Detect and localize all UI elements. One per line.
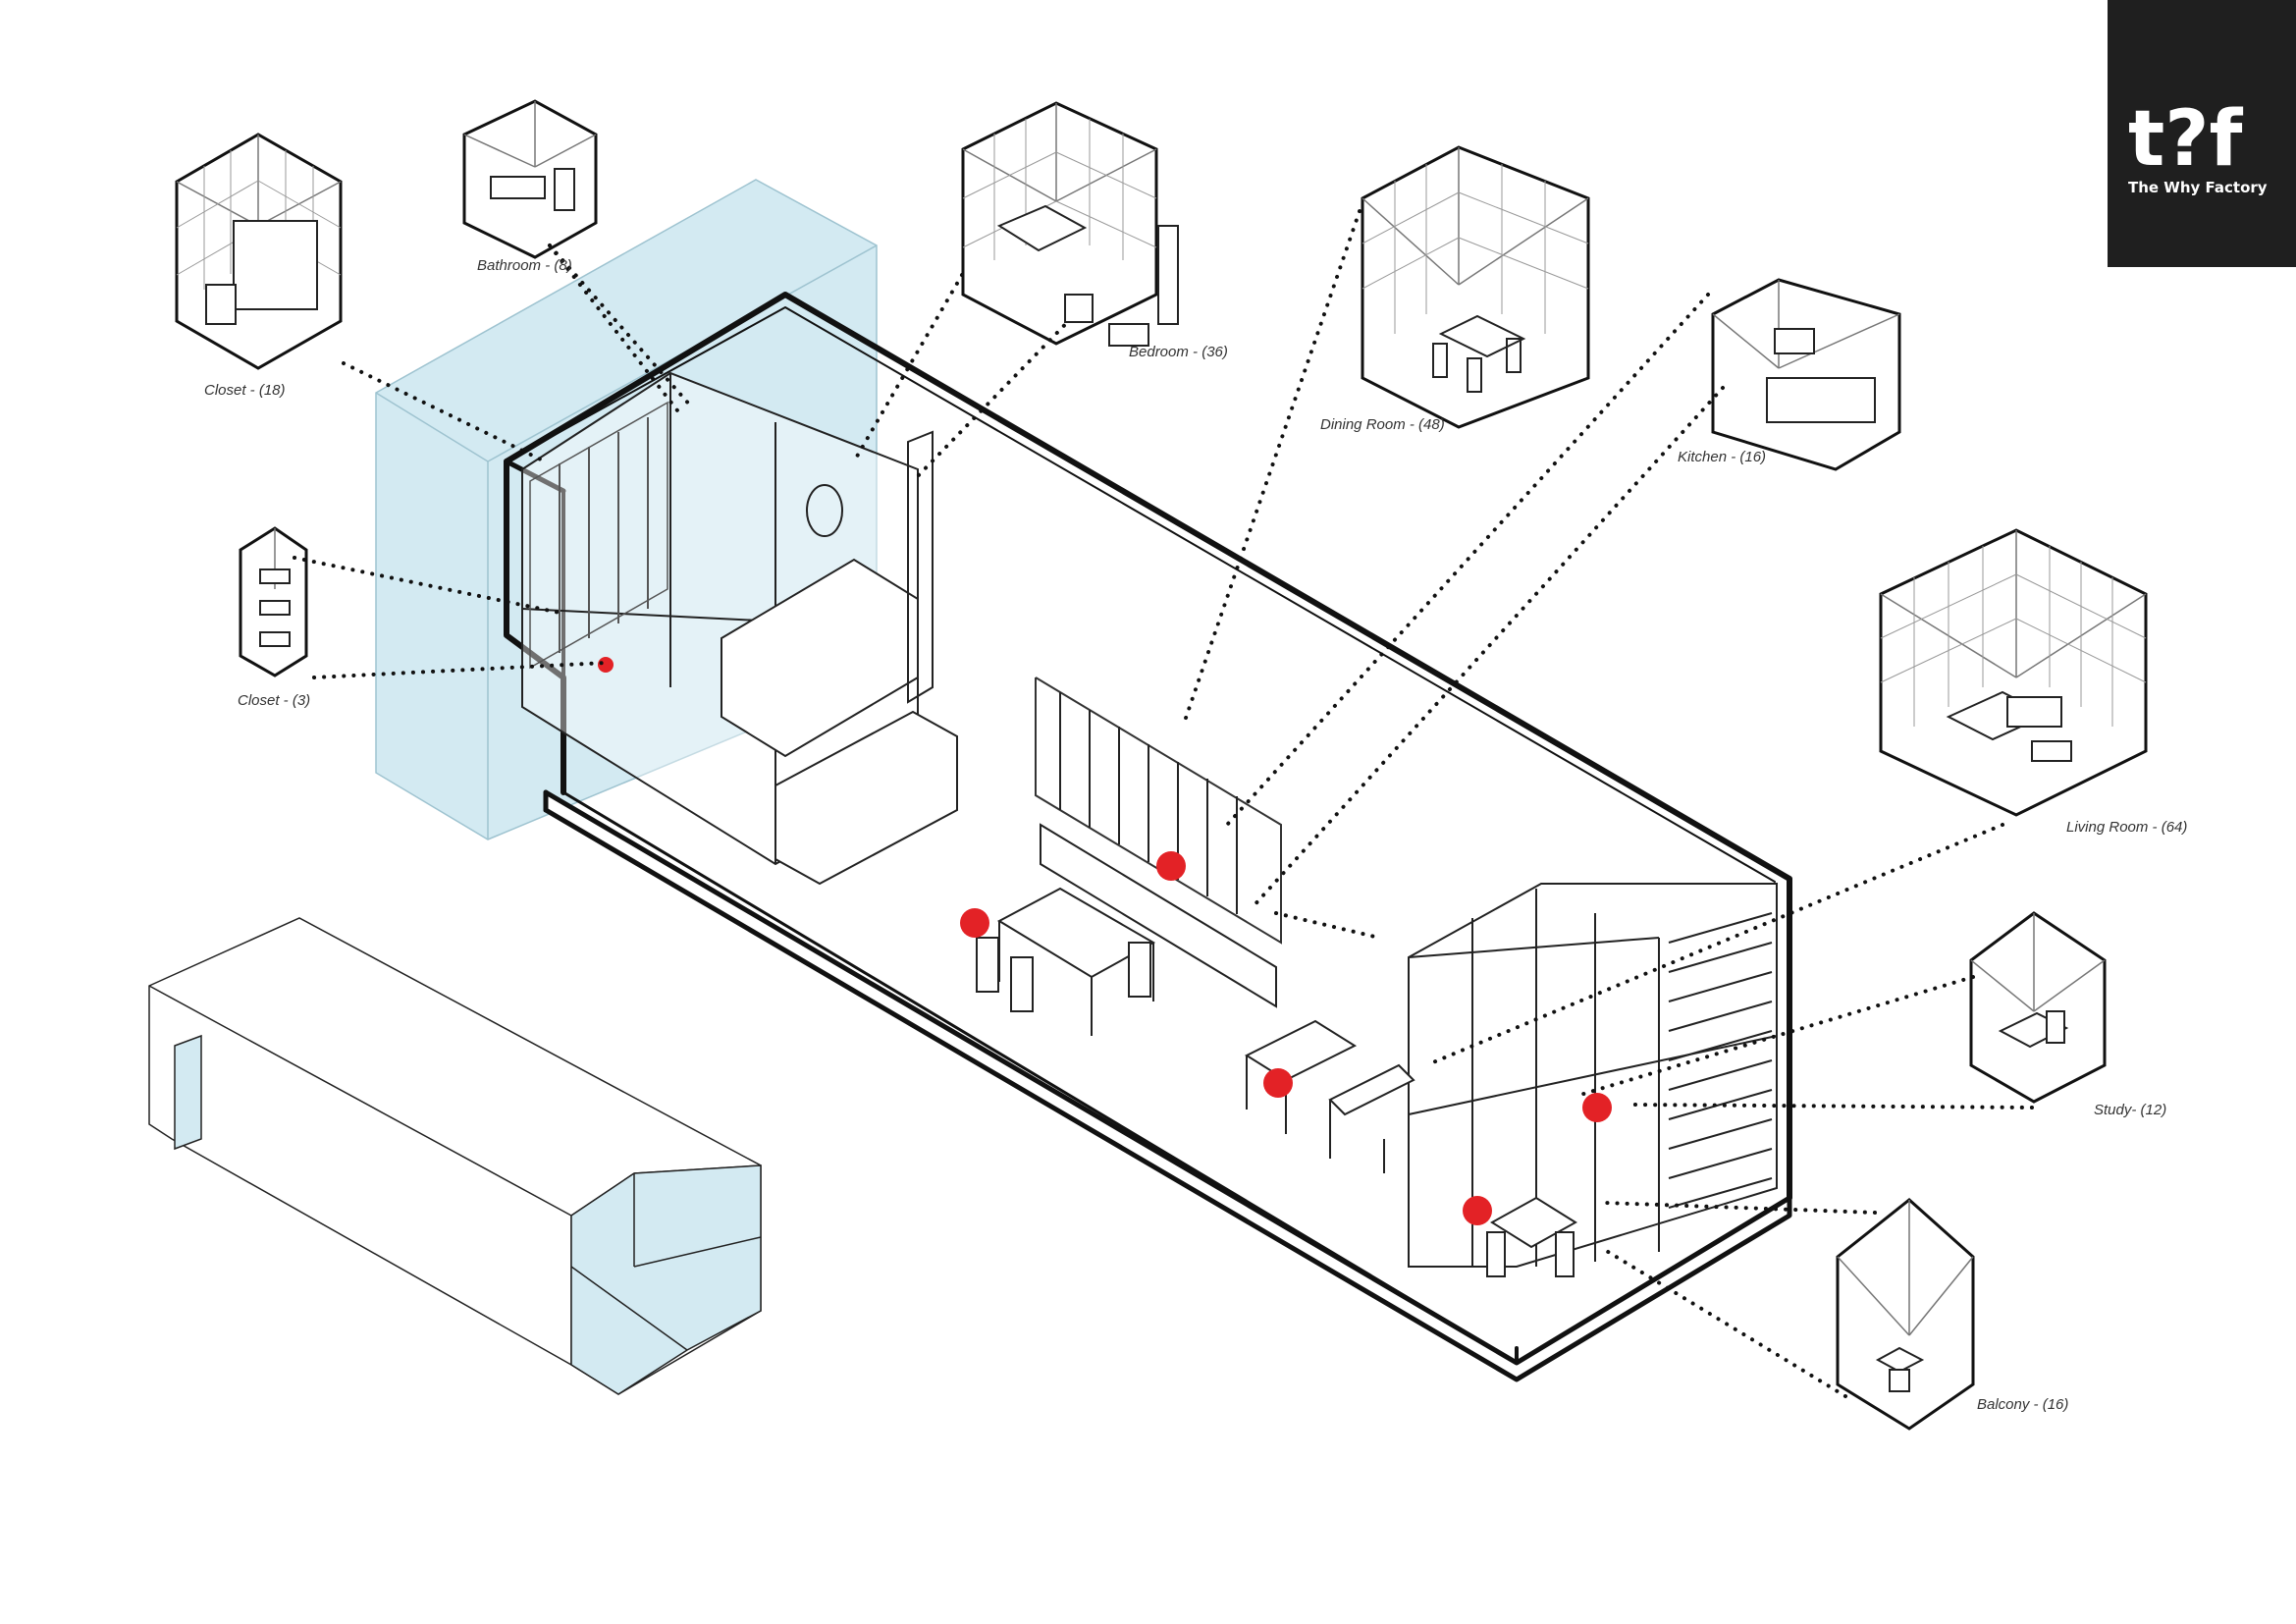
marker-study — [1582, 1093, 1612, 1122]
living-chairs — [1244, 1019, 1415, 1173]
glazed-box — [1408, 883, 1778, 1268]
room-label-closet-18: Closet - (18) — [204, 382, 286, 399]
cube-bathroom-8 — [462, 99, 598, 259]
logo-mark: t?f — [2128, 95, 2244, 184]
logo-background — [2108, 0, 2296, 267]
main-container — [504, 292, 1792, 1382]
cube-study-12 — [1969, 911, 2107, 1104]
marker-living — [1263, 1068, 1293, 1098]
room-label-bathroom-8: Bathroom - (8) — [477, 257, 572, 274]
marker-closet — [598, 657, 614, 673]
leader-lines — [293, 209, 2034, 1398]
balcony-table — [1486, 1196, 1577, 1277]
cube-balcony-16 — [1836, 1198, 1975, 1431]
logo: t?f The Why Factory — [2108, 0, 2296, 267]
room-label-bedroom-36: Bedroom - (36) — [1129, 344, 1228, 360]
cube-bedroom-36 — [961, 101, 1179, 347]
marker-dining — [960, 908, 989, 938]
marker-balcony — [1463, 1196, 1492, 1225]
location-markers — [598, 657, 1612, 1225]
room-label-living-64: Living Room - (64) — [2066, 819, 2187, 836]
cube-closet-18 — [175, 133, 343, 370]
room-label-closet-3: Closet - (3) — [238, 692, 310, 709]
room-label-dining-48: Dining Room - (48) — [1320, 416, 1445, 433]
dining-table — [976, 887, 1156, 1036]
cube-dining-48 — [1361, 145, 1590, 429]
cube-kitchen-16 — [1711, 278, 1901, 471]
logo-name: The Why Factory — [2128, 179, 2268, 196]
cube-living-64 — [1879, 528, 2148, 817]
marker-kitchen — [1156, 851, 1186, 881]
exterior-volume — [148, 917, 762, 1395]
room-label-kitchen-16: Kitchen - (16) — [1678, 449, 1766, 465]
room-label-balcony-16: Balcony - (16) — [1977, 1396, 2068, 1413]
cube-closet-3 — [239, 526, 308, 677]
left-tower — [521, 371, 1282, 1008]
room-label-study-12: Study- (12) — [2094, 1102, 2166, 1118]
